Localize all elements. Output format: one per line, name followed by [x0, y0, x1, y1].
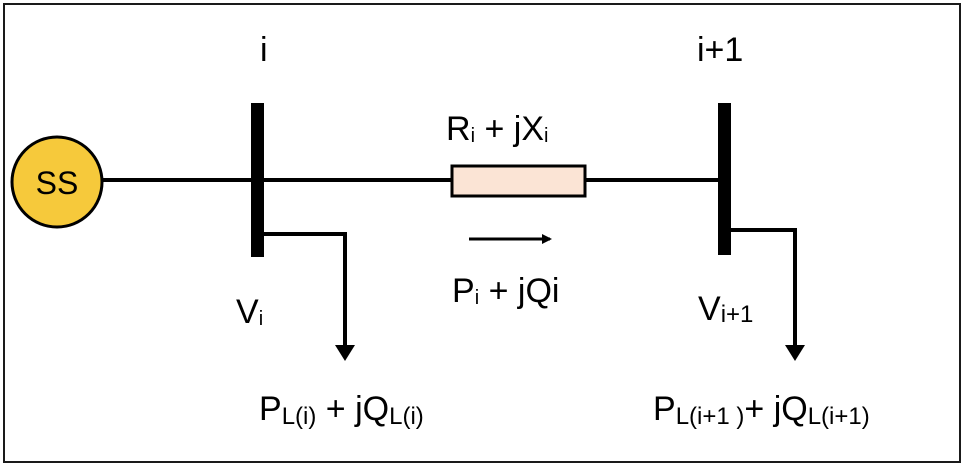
substation-label: SS: [35, 164, 79, 201]
load-i-label: PL(i) + jQL(i): [259, 390, 424, 429]
load-i-q-subscript: L(i): [389, 403, 424, 430]
voltage-i-subscript: i: [258, 308, 264, 330]
impedance-r-subscript: i: [470, 125, 476, 147]
impedance-r: R: [446, 110, 471, 148]
diagram-frame: [3, 3, 961, 463]
impedance-x-subscript: i: [544, 125, 549, 147]
load-arrow-head-i: [335, 345, 355, 361]
load-i-plus-1-label: PL(i+1 )+ jQL(i+1): [653, 390, 870, 429]
line-impedance-resistor: [450, 164, 587, 198]
voltage-i-plus-1-label: Vi+1: [698, 290, 754, 328]
flow-rest: + jQi: [479, 272, 560, 310]
load-i-plus-1-p-subscript: L(i+1 ): [675, 403, 745, 430]
load-i-plus-1-p: P: [653, 390, 676, 428]
voltage-i-main: V: [236, 293, 259, 331]
voltage-i-plus-1-subscript: i+1: [720, 301, 754, 328]
load-i-jq: + jQ: [316, 390, 390, 428]
power-flow-label: Pi + jQi: [452, 274, 559, 308]
bus-bar-i-plus-1: [718, 103, 731, 255]
voltage-i-plus-1-main: V: [698, 290, 721, 328]
impedance-label: Ri + jXi: [446, 112, 548, 146]
bus-bar-i: [251, 103, 264, 257]
bus-i-label: i: [260, 31, 268, 69]
flow-p-subscript: i: [474, 287, 480, 309]
voltage-i-label: Vi: [236, 295, 263, 329]
load-i-plus-1-jq: + jQ: [744, 390, 808, 428]
load-tap-i-plus-1: [730, 228, 797, 350]
load-arrow-head-i-plus-1: [785, 345, 805, 361]
load-i-p: P: [259, 390, 282, 428]
load-i-plus-1-q-subscript: L(i+1): [807, 403, 870, 430]
bus-i-plus-1-label: i+1: [697, 31, 744, 69]
load-i-p-subscript: L(i): [281, 403, 317, 430]
flow-p: P: [452, 272, 475, 310]
impedance-jx: + jX: [475, 110, 544, 148]
load-tap-i: [263, 232, 347, 350]
